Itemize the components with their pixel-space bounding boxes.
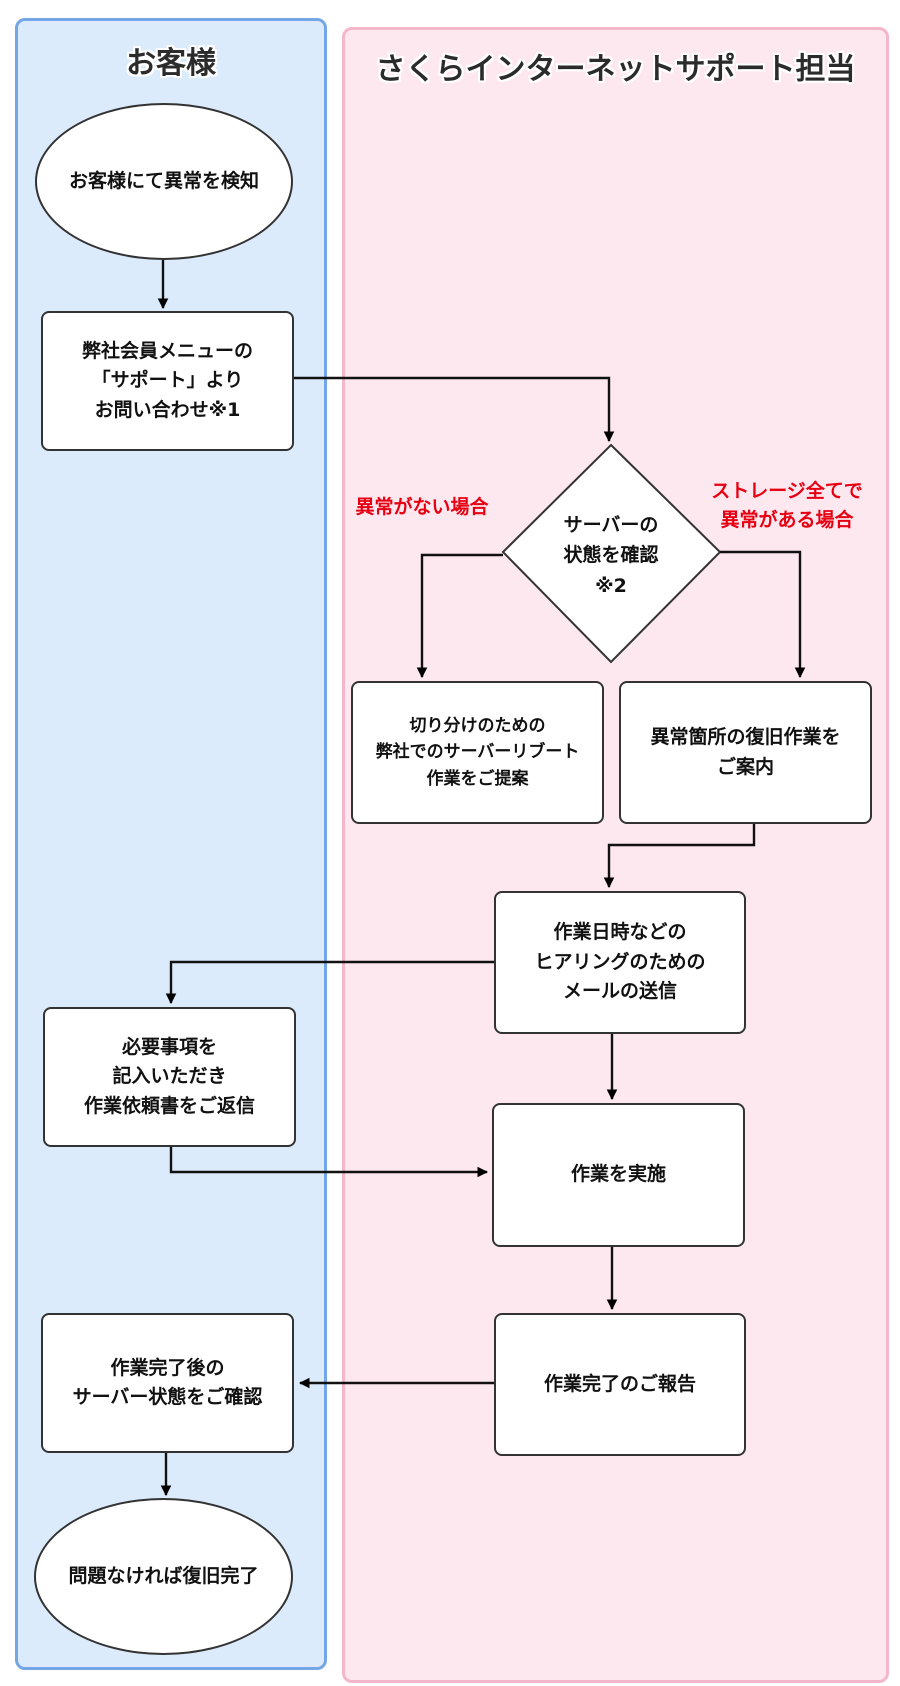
support-lane-title: さくらインターネットサポート担当 <box>375 52 856 87</box>
customer-lane-title: お客様 <box>126 46 216 81</box>
node-check-server: サーバーの 状態を確認 ※2 <box>563 514 659 597</box>
node-reply-request: 必要事項を 記入いただき 作業依頼書をご返信 <box>43 1007 296 1147</box>
node-detect: お客様にて異常を検知 <box>35 103 293 260</box>
node-send-mail: 作業日時などの ヒアリングのための メールの送信 <box>494 891 746 1034</box>
node-confirm-state: 作業完了後の サーバー状態をご確認 <box>41 1313 294 1453</box>
node-propose-reboot: 切り分けのための 弊社でのサーバーリブート 作業をご提案 <box>351 681 604 824</box>
node-report-done: 作業完了のご報告 <box>494 1313 746 1456</box>
node-inquiry: 弊社会員メニューの 「サポート」より お問い合わせ※1 <box>41 311 294 451</box>
node-guide-recovery: 異常箇所の復旧作業を ご案内 <box>619 681 872 824</box>
node-execute: 作業を実施 <box>492 1103 745 1247</box>
label-no-anomaly: 異常がない場合 <box>355 496 489 518</box>
label-storage-anomaly: ストレージ全てで 異常がある場合 <box>711 480 863 531</box>
node-recovered: 問題なければ復旧完了 <box>34 1498 293 1655</box>
